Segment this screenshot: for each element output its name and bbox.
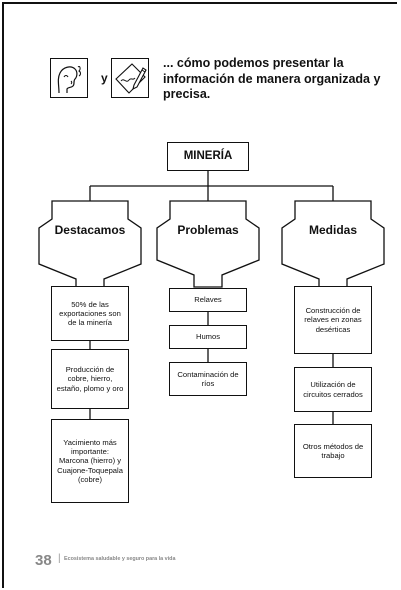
thinking-face-icon (50, 58, 88, 98)
destacamos-item: Producción de cobre, hierro, estaño, plo… (51, 349, 129, 409)
problemas-item: Humos (169, 325, 247, 349)
problemas-item: Relaves (169, 288, 247, 312)
page-number: 38 (35, 552, 52, 569)
column-heading-destacamos: Destacamos (54, 223, 126, 237)
bucket-problemas (156, 200, 260, 288)
pencil-writing-icon (111, 58, 149, 98)
page-frame (2, 2, 397, 588)
problemas-item: Contaminación de ríos (169, 362, 247, 396)
column-heading-problemas: Problemas (177, 223, 239, 237)
intro-text: ... cómo podemos presentar la informació… (163, 56, 381, 101)
medidas-item: Utilización de circuitos cerrados (294, 367, 372, 412)
bucket-medidas (281, 200, 385, 288)
medidas-item: Construcción de relaves en zonas desérti… (294, 286, 372, 354)
root-concept-box: MINERÍA (167, 142, 249, 171)
footer-separator: | (58, 553, 61, 564)
bucket-destacamos (38, 200, 142, 288)
destacamos-item: Yacimiento más importante: Marcona (hier… (51, 419, 129, 503)
medidas-item: Otros métodos de trabajo (294, 424, 372, 478)
column-heading-medidas: Medidas (308, 223, 357, 237)
and-word: y (101, 71, 108, 85)
destacamos-item: 50% de las exportaciones son de la miner… (51, 286, 129, 341)
footer-title: Ecosistema saludable y seguro para la vi… (64, 556, 176, 562)
